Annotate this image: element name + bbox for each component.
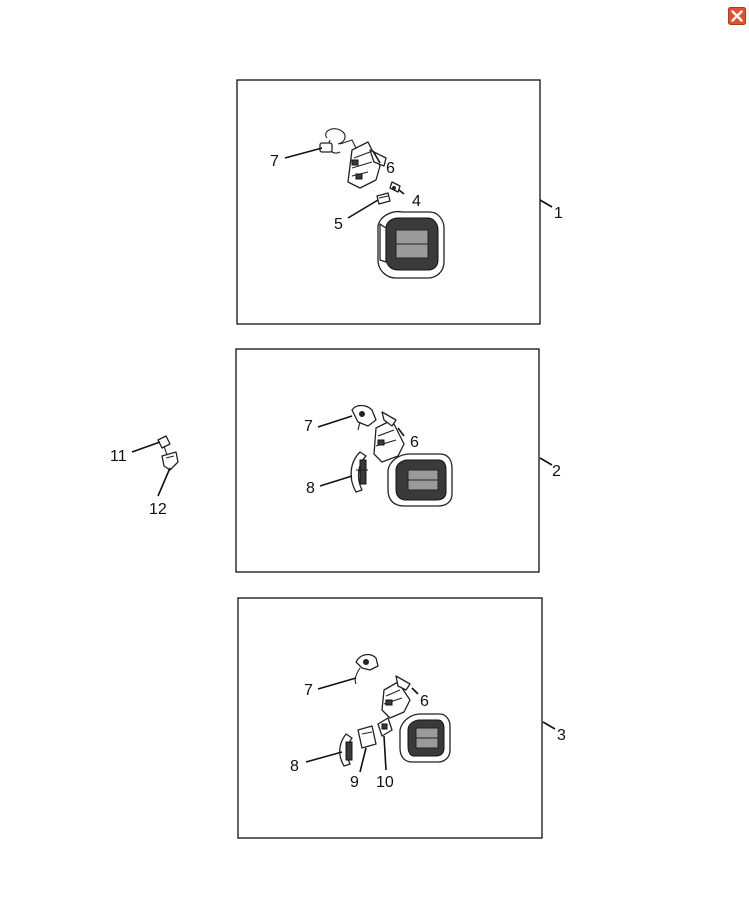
callout-6: 6 <box>420 693 429 710</box>
callout-11: 11 <box>110 448 127 465</box>
loose-fastener-parts: 11 12 <box>110 435 179 518</box>
leader-12 <box>157 467 171 497</box>
part-mounting-bracket <box>373 411 405 463</box>
part-grommet <box>161 451 179 471</box>
panel-assembly-1: 7 6 4 5 1 <box>236 79 563 325</box>
leader-6c <box>411 687 419 695</box>
leader-10 <box>383 735 387 771</box>
leader-1 <box>539 199 553 208</box>
panel-assembly-2: 7 6 8 2 <box>235 348 561 573</box>
part-bezel <box>350 451 368 493</box>
part-wiring-harness <box>354 653 379 685</box>
part-bolt <box>389 181 401 193</box>
callout-2: 2 <box>552 463 561 480</box>
callout-8: 8 <box>306 480 315 497</box>
callout-9: 9 <box>350 774 359 791</box>
part-wiring-harness <box>319 128 357 154</box>
leader-8a <box>319 475 353 487</box>
callout-6: 6 <box>386 160 395 177</box>
part-mounting-bracket <box>381 675 411 719</box>
part-connector <box>377 717 393 737</box>
panel-frame-2 <box>235 348 540 573</box>
callout-6: 6 <box>410 434 419 451</box>
panel-assembly-3: 7 6 8 9 10 3 <box>237 597 566 839</box>
callout-7: 7 <box>304 682 313 699</box>
leader-11 <box>131 441 161 453</box>
leader-8b <box>305 751 343 763</box>
part-headlamp <box>399 713 451 763</box>
callout-10: 10 <box>376 774 394 791</box>
part-wiring-harness <box>351 404 377 431</box>
close-icon <box>728 7 746 25</box>
callout-7: 7 <box>270 153 279 170</box>
callout-3: 3 <box>557 727 566 744</box>
part-lens-cover <box>357 725 377 749</box>
part-clip <box>376 192 391 205</box>
part-screw <box>157 435 171 459</box>
callout-8: 8 <box>290 758 299 775</box>
leader-2 <box>539 457 553 466</box>
callout-7: 7 <box>304 418 313 435</box>
callout-5: 5 <box>334 216 343 233</box>
panel-frame-1 <box>236 79 541 325</box>
leader-6b <box>397 427 405 437</box>
callout-4: 4 <box>412 193 421 210</box>
panel-frame-3 <box>237 597 543 839</box>
part-headlamp <box>377 210 445 279</box>
leader-3 <box>542 721 556 730</box>
leader-6a <box>372 150 381 164</box>
part-bezel <box>339 733 353 767</box>
leader-9 <box>359 747 367 773</box>
leader-7b <box>317 415 353 428</box>
leader-5 <box>347 199 379 219</box>
callout-1: 1 <box>554 205 563 222</box>
leader-7c <box>317 677 357 690</box>
callout-12: 12 <box>149 501 167 518</box>
leader-4 <box>398 189 405 195</box>
close-button[interactable] <box>728 7 746 25</box>
part-headlamp <box>387 453 453 507</box>
leader-7a <box>284 147 323 159</box>
part-mounting-bracket <box>347 141 387 189</box>
